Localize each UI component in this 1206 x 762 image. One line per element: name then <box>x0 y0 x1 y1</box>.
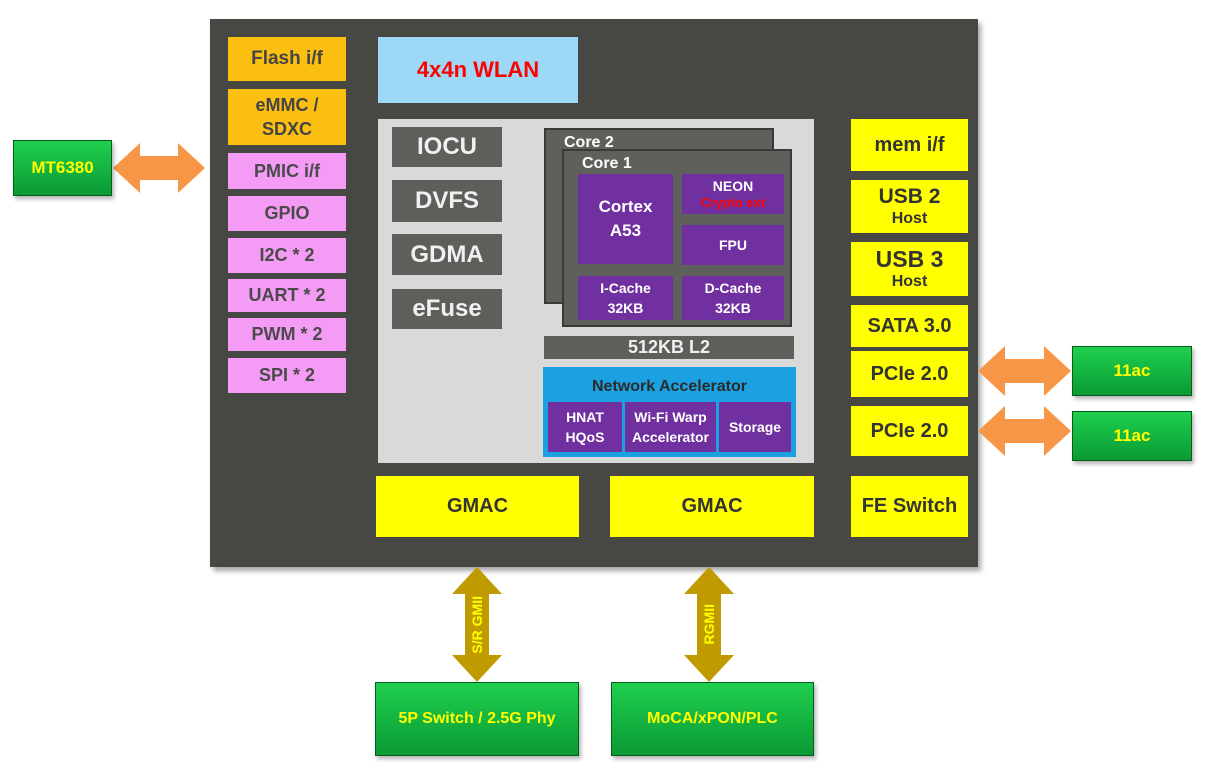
fpu-label: FPU <box>719 237 747 253</box>
gpio-block: GPIO <box>228 196 346 231</box>
dvfs-label: DVFS <box>414 187 479 214</box>
pcie-1-label: PCIe 2.0 <box>870 362 949 385</box>
icache-block: I-Cache 32KB <box>578 276 673 320</box>
hnat-hqos-label: HNAT HQoS <box>565 409 605 445</box>
usb3-label: USB 3 <box>875 246 944 272</box>
efuse-block: eFuse <box>392 289 502 329</box>
spi-label: SPI * 2 <box>258 365 316 385</box>
cortex-a53-label: Cortex A53 <box>598 197 653 240</box>
cortex-a53-block: Cortex A53 <box>578 174 673 264</box>
switch-phy-label: 5P Switch / 2.5G Phy <box>398 710 556 727</box>
pcie-1-block: PCIe 2.0 <box>851 351 968 397</box>
core-2-label: Core 2 <box>564 134 614 151</box>
efuse-label: eFuse <box>412 295 482 322</box>
pcie-2-block: PCIe 2.0 <box>851 406 968 456</box>
wlan-block: 4x4n WLAN <box>378 37 578 103</box>
gmac-2-block: GMAC <box>610 476 814 537</box>
pcie-2-arrow <box>978 406 1071 456</box>
storage-block: Storage <box>719 402 791 452</box>
i2c-block: I2C * 2 <box>228 238 346 273</box>
sgmii-link-label-wrap: S/R GMII <box>465 594 489 655</box>
flash-if-block: Flash i/f <box>228 37 346 81</box>
gpio-label: GPIO <box>264 203 310 223</box>
pwm-block: PWM * 2 <box>228 318 346 351</box>
wifi-warp-label: Wi-Fi Warp Accelerator <box>631 409 710 445</box>
wifi-11ac-1-label: 11ac <box>1113 361 1151 380</box>
iocu-label: IOCU <box>417 133 477 160</box>
icache-label: I-Cache 32KB <box>600 280 651 316</box>
sata-block: SATA 3.0 <box>851 305 968 347</box>
wifi-11ac-1-block: 11ac <box>1072 346 1192 396</box>
rgmii-arrow <box>684 567 734 682</box>
network-accelerator-title: Network Accelerator <box>591 378 748 395</box>
fpu-block: FPU <box>682 225 784 265</box>
gdma-label: GDMA <box>410 240 484 268</box>
uart-block: UART * 2 <box>228 279 346 312</box>
usb3-block: USB 3 Host <box>851 242 968 296</box>
gmac-1-label: GMAC <box>446 495 509 517</box>
neon-label: NEON <box>712 177 754 194</box>
emmc-sdxc-label: eMMC / SDXC <box>255 95 319 139</box>
i2c-label: I2C * 2 <box>259 245 315 265</box>
usb2-block: USB 2 Host <box>851 180 968 233</box>
spi-block: SPI * 2 <box>228 358 346 393</box>
usb2-host-label: Host <box>891 209 928 227</box>
l2-cache-block: 512KB L2 <box>544 336 794 359</box>
l2-cache-label: 512KB L2 <box>627 337 711 357</box>
sata-label: SATA 3.0 <box>867 314 952 337</box>
dcache-block: D-Cache 32KB <box>682 276 784 320</box>
storage-label: Storage <box>728 419 782 435</box>
iocu-block: IOCU <box>392 127 502 167</box>
pcie-1-arrow <box>978 346 1071 396</box>
emmc-sdxc-block: eMMC / SDXC <box>228 89 346 145</box>
switch-phy-block: 5P Switch / 2.5G Phy <box>375 682 579 756</box>
gmac-2-label: GMAC <box>681 495 743 517</box>
crypto-ext-label: Crypto ext <box>700 194 766 210</box>
pmic-if-label: PMIC i/f <box>254 160 320 181</box>
mem-if-label: mem i/f <box>874 133 945 156</box>
moca-xpon-plc-label: MoCA/xPON/PLC <box>647 710 778 727</box>
pmic-if-block: PMIC i/f <box>228 153 346 189</box>
sgmii-arrow <box>452 567 502 682</box>
neon-block: NEON Crypto ext <box>682 174 784 214</box>
wifi-warp-block: Wi-Fi Warp Accelerator <box>625 402 716 452</box>
gdma-block: GDMA <box>392 234 502 275</box>
hnat-hqos-block: HNAT HQoS <box>548 402 622 452</box>
usb2-label: USB 2 <box>878 184 941 208</box>
usb3-host-label: Host <box>891 273 928 290</box>
moca-xpon-plc-block: MoCA/xPON/PLC <box>611 682 814 756</box>
mt6380-label: MT6380 <box>31 158 94 177</box>
rgmii-link-label: RGMII <box>701 604 717 645</box>
sgmii-link-label: S/R GMII <box>469 595 485 654</box>
rgmii-link-label-wrap: RGMII <box>697 594 721 655</box>
dcache-label: D-Cache 32KB <box>704 280 762 316</box>
fe-switch-label: FE Switch <box>861 495 958 517</box>
mt6380-block: MT6380 <box>13 140 112 196</box>
uart-label: UART * 2 <box>248 285 326 305</box>
wifi-11ac-2-block: 11ac <box>1072 411 1192 461</box>
flash-if-label: Flash i/f <box>251 48 323 69</box>
wlan-label: 4x4n WLAN <box>416 57 540 82</box>
fe-switch-block: FE Switch <box>851 476 968 537</box>
pwm-label: PWM * 2 <box>251 324 323 344</box>
gmac-1-block: GMAC <box>376 476 579 537</box>
wifi-11ac-2-label: 11ac <box>1113 426 1151 445</box>
mem-if-block: mem i/f <box>851 119 968 171</box>
mt6380-arrow <box>113 143 205 193</box>
pcie-2-label: PCIe 2.0 <box>870 419 949 442</box>
core-1-label: Core 1 <box>582 155 632 172</box>
dvfs-block: DVFS <box>392 180 502 222</box>
